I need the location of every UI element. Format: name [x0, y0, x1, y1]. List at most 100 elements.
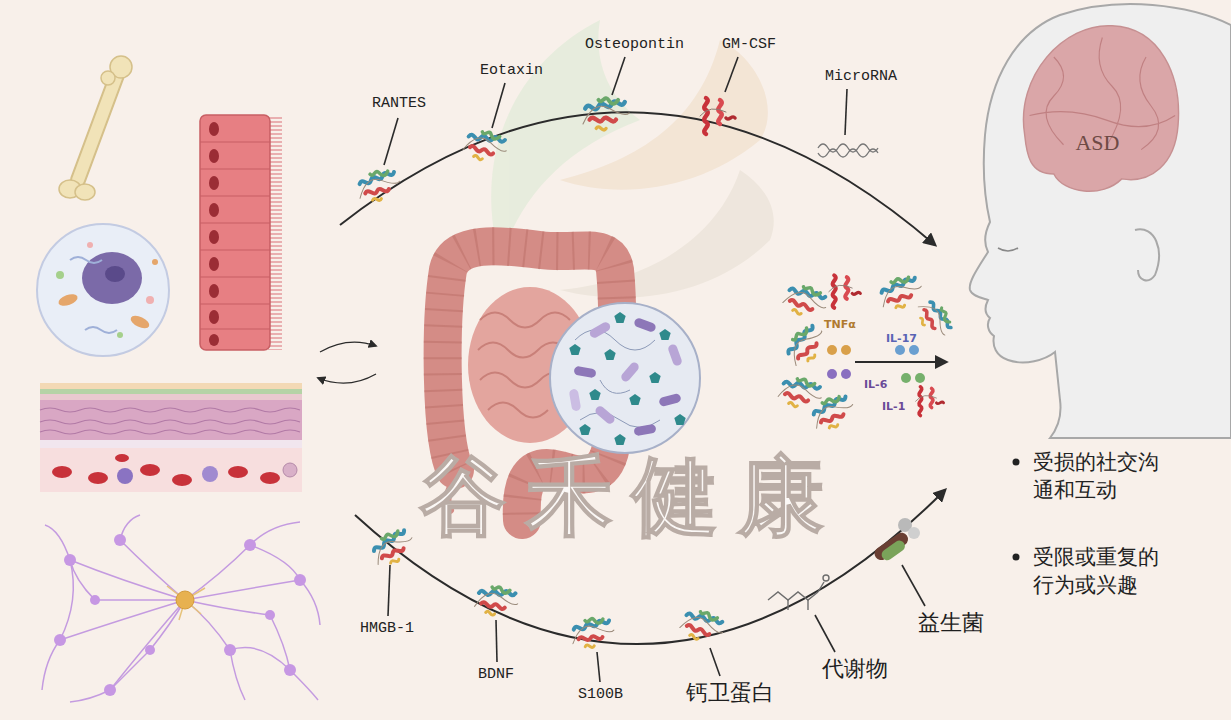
protein-icon	[700, 98, 735, 134]
exchange-arrows	[318, 342, 376, 383]
microbiota-circle	[569, 317, 683, 436]
microbiota-circle	[575, 330, 655, 350]
epithelium-icon	[200, 168, 270, 169]
microbiota-circle	[614, 434, 625, 445]
microbiota-circle	[649, 372, 660, 383]
microbiota-circle	[619, 361, 640, 384]
cytokine-label: TNFα	[822, 318, 858, 331]
neuron-network	[64, 554, 76, 566]
epithelium-icon	[200, 141, 270, 142]
neuron-network	[290, 670, 318, 700]
cytokine-label: IL-17	[884, 332, 919, 345]
neuron-network	[70, 560, 185, 600]
epithelium-icon	[200, 195, 270, 196]
neuron-network	[185, 600, 270, 615]
protein-icon	[583, 98, 629, 130]
neuron-network	[185, 545, 250, 600]
child-head	[998, 248, 1018, 251]
neuron-network	[42, 515, 320, 702]
neuron-network	[250, 545, 300, 580]
metabolite-molecule	[787, 600, 788, 610]
vessel-icon	[172, 474, 192, 486]
cytokine-cluster	[901, 373, 911, 383]
epithelium-icon	[200, 249, 270, 250]
epithelium-icon	[200, 115, 270, 350]
neuron-network	[95, 599, 185, 601]
microbiota-circle	[550, 303, 700, 453]
cell-icon	[117, 332, 123, 338]
neuron-network	[60, 600, 185, 640]
neuron-network	[270, 615, 290, 670]
neuron-network	[110, 600, 185, 690]
molecule-label: BDNF	[478, 666, 514, 684]
cell-icon	[70, 257, 102, 263]
neuron-network	[176, 591, 194, 609]
neuron-network	[167, 586, 205, 620]
metabolite-molecule	[823, 575, 829, 581]
neuron-network	[145, 645, 155, 655]
microbiota-circle	[600, 380, 630, 393]
child-head	[970, 4, 1231, 438]
neuron-network	[230, 648, 290, 671]
microbiota-circle	[659, 329, 670, 340]
vessel-icon	[260, 472, 280, 484]
node-label: ASD	[1015, 130, 1180, 156]
cytokine-label: IL-6	[862, 378, 889, 391]
brain-shape	[1023, 26, 1178, 192]
neuron-network	[110, 650, 150, 690]
protein-icon	[571, 617, 615, 649]
molecule-label: Osteopontin	[585, 36, 684, 54]
cytokine-cluster	[829, 275, 861, 307]
vessel-icon	[52, 466, 72, 478]
microbiota-circle	[674, 414, 685, 425]
probiotic-icon	[879, 538, 907, 562]
cell-icon	[82, 252, 142, 304]
bone-icon	[59, 56, 132, 200]
neuron-network	[54, 534, 306, 696]
brain-region: ASD	[1015, 18, 1180, 213]
cytokine-cluster	[809, 392, 858, 434]
neuron-network	[104, 684, 116, 696]
neuron-network	[70, 690, 110, 702]
cytokine-cluster	[777, 273, 956, 433]
epithelium-icon	[200, 142, 270, 329]
faint-logo	[491, 20, 640, 260]
vessel-icon	[40, 448, 302, 492]
child-head	[1135, 229, 1159, 280]
neuron-network	[185, 580, 300, 600]
neuron-network	[54, 634, 66, 646]
leader-line	[725, 57, 738, 92]
vessel-icon	[40, 389, 302, 394]
vessel-icon	[228, 466, 248, 478]
epithelium-icon	[200, 115, 282, 350]
epithelium-icon	[200, 328, 270, 329]
leader-line	[388, 565, 390, 616]
cytokine-cluster	[841, 369, 851, 379]
microbiota-circle	[588, 321, 612, 340]
molecule-label: HMGB-1	[360, 620, 414, 638]
cell-icon	[56, 271, 64, 279]
neuron-network	[114, 534, 126, 546]
leader-line	[384, 57, 925, 682]
brain-shape	[1015, 18, 1180, 213]
cell-icon	[105, 266, 125, 282]
cytokine-cluster	[855, 361, 946, 363]
microbiota-circle	[569, 312, 685, 445]
leader-line	[815, 615, 835, 652]
epithelium-icon	[200, 276, 270, 277]
protein-icon	[678, 606, 727, 648]
neuron-network	[265, 610, 275, 620]
molecule-label: 益生菌	[918, 610, 984, 636]
molecule-label: RANTES	[372, 95, 426, 113]
microbiota-circle	[633, 424, 656, 437]
neuron-network	[230, 650, 245, 700]
microbiota-circle	[579, 424, 590, 435]
protein-icon	[368, 526, 418, 570]
molecule-label: GM-CSF	[722, 36, 776, 54]
bone-icon	[78, 75, 117, 180]
neuron-network	[60, 560, 73, 640]
vessel-icon	[283, 463, 297, 477]
cytokine-label: IL-1	[880, 400, 907, 413]
vessel-icon	[40, 400, 302, 440]
cell-icon	[87, 242, 93, 248]
